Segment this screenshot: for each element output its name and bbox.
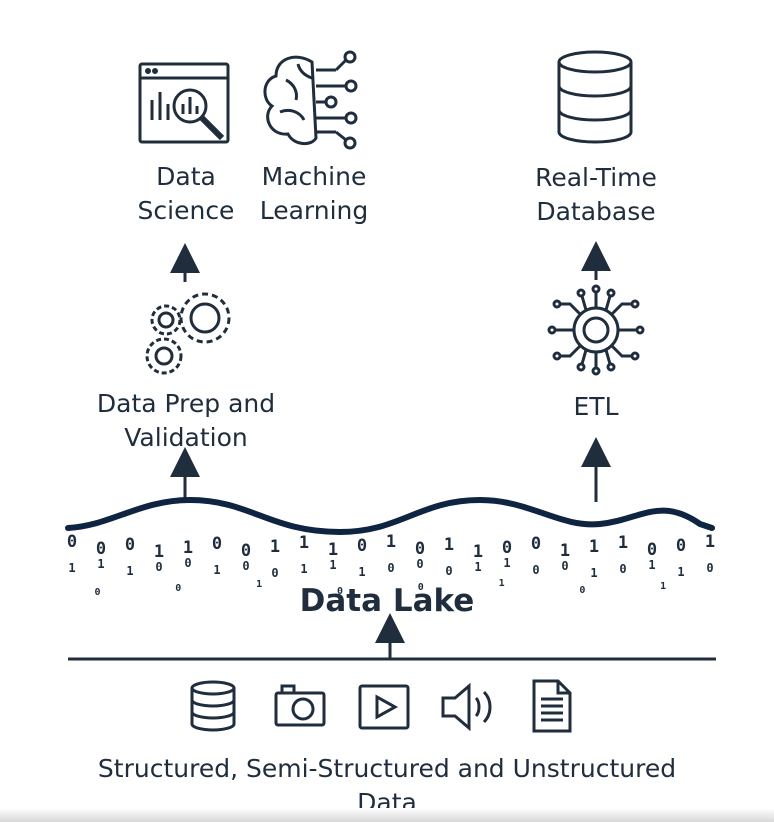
binary-digit: 1	[560, 541, 570, 561]
binary-digit: 1	[213, 563, 220, 577]
binary-digit: 0	[94, 587, 100, 598]
binary-digit: 0	[337, 586, 343, 597]
binary-digit: 1	[677, 565, 684, 579]
speaker-icon	[441, 682, 492, 732]
binary-digit: 0	[647, 540, 657, 560]
data-prep-line2: Validation	[124, 423, 248, 452]
binary-digit: 0	[579, 585, 585, 596]
lake-wave-line	[65, 496, 715, 536]
binary-digit: 0	[155, 560, 162, 574]
data-prep-line1: Data Prep and	[96, 389, 276, 418]
binary-digit: 1	[270, 537, 280, 557]
bottom-fade	[0, 808, 774, 822]
binary-digit: 1	[328, 540, 338, 560]
binary-digit: 0	[242, 559, 249, 573]
binary-digit: 1	[68, 561, 75, 575]
binary-digit: 1	[648, 558, 655, 572]
binary-digit: 1	[386, 532, 396, 552]
binary-digit: 0	[418, 582, 424, 593]
binary-digit: 1	[705, 532, 715, 552]
camera-icon	[274, 684, 326, 727]
brain-circuit-icon	[263, 50, 358, 150]
binary-digit: 0	[271, 566, 278, 580]
data-lake-title: Data Lake	[299, 583, 475, 619]
binary-digit: 0	[241, 541, 251, 561]
chip-icon	[547, 284, 645, 376]
binary-digit: 0	[96, 539, 106, 559]
machine-learning-line2: Learning	[259, 196, 369, 225]
realtime-database-label: Real-Time Database	[516, 161, 676, 229]
binary-digit: 1	[97, 557, 104, 571]
machine-learning-line1: Machine	[261, 162, 367, 191]
data-science-line2: Science	[137, 196, 235, 225]
binary-digit: 0	[175, 583, 181, 594]
database-icon	[557, 50, 633, 144]
binary-digit: 0	[67, 532, 77, 552]
binary-digit: 0	[676, 536, 686, 556]
binary-digit: 1	[503, 556, 510, 570]
binary-digit: 0	[184, 556, 191, 570]
binary-digit: 0	[415, 539, 425, 559]
document-icon	[532, 679, 572, 733]
binary-digit: 1	[299, 533, 309, 553]
etl-label: ETL	[546, 390, 646, 424]
binary-digit: 0	[387, 561, 394, 575]
binary-digit: 1	[300, 562, 307, 576]
binary-digit: 0	[561, 559, 568, 573]
data-science-label: Data Science	[134, 160, 238, 228]
data-science-line1: Data	[156, 162, 216, 191]
binary-digit: 1	[358, 565, 365, 579]
realtime-database-line1: Real-Time	[535, 163, 657, 192]
binary-digit: 1	[474, 560, 481, 574]
video-play-icon	[358, 684, 410, 730]
binary-digit: 0	[416, 557, 423, 571]
binary-digit: 0	[445, 564, 452, 578]
binary-digit: 1	[256, 579, 262, 590]
binary-digit: 0	[212, 534, 222, 554]
binary-digit: 1	[444, 535, 454, 555]
binary-digit: 1	[589, 537, 599, 557]
binary-digit: 0	[125, 535, 135, 555]
binary-digit: 1	[329, 558, 336, 572]
gears-icon	[145, 292, 231, 375]
binary-digit: 0	[531, 534, 541, 554]
data-prep-label: Data Prep and Validation	[84, 387, 288, 455]
database-icon	[190, 680, 236, 732]
binary-digit: 1	[618, 533, 628, 553]
binary-digit: 1	[499, 578, 505, 589]
binary-digit: 1	[660, 581, 666, 592]
sources-caption: Structured, Semi-Structured and Unstruct…	[0, 752, 774, 820]
binary-digit: 1	[183, 538, 193, 558]
etl-text: ETL	[573, 392, 619, 421]
binary-digit: 0	[532, 563, 539, 577]
binary-digit: 0	[502, 538, 512, 558]
binary-digit: 1	[590, 566, 597, 580]
sources-caption-line1: Structured, Semi-Structured and Unstruct…	[97, 754, 677, 783]
binary-digit: 1	[473, 542, 483, 562]
binary-digit: 0	[706, 561, 713, 575]
binary-digit: 1	[154, 542, 164, 562]
binary-digit: 1	[126, 564, 133, 578]
realtime-database-line2: Database	[536, 197, 656, 226]
binary-digit: 0	[619, 562, 626, 576]
binary-digit: 0	[357, 536, 367, 556]
machine-learning-label: Machine Learning	[254, 160, 374, 228]
dashboard-magnifier-icon	[138, 62, 230, 144]
